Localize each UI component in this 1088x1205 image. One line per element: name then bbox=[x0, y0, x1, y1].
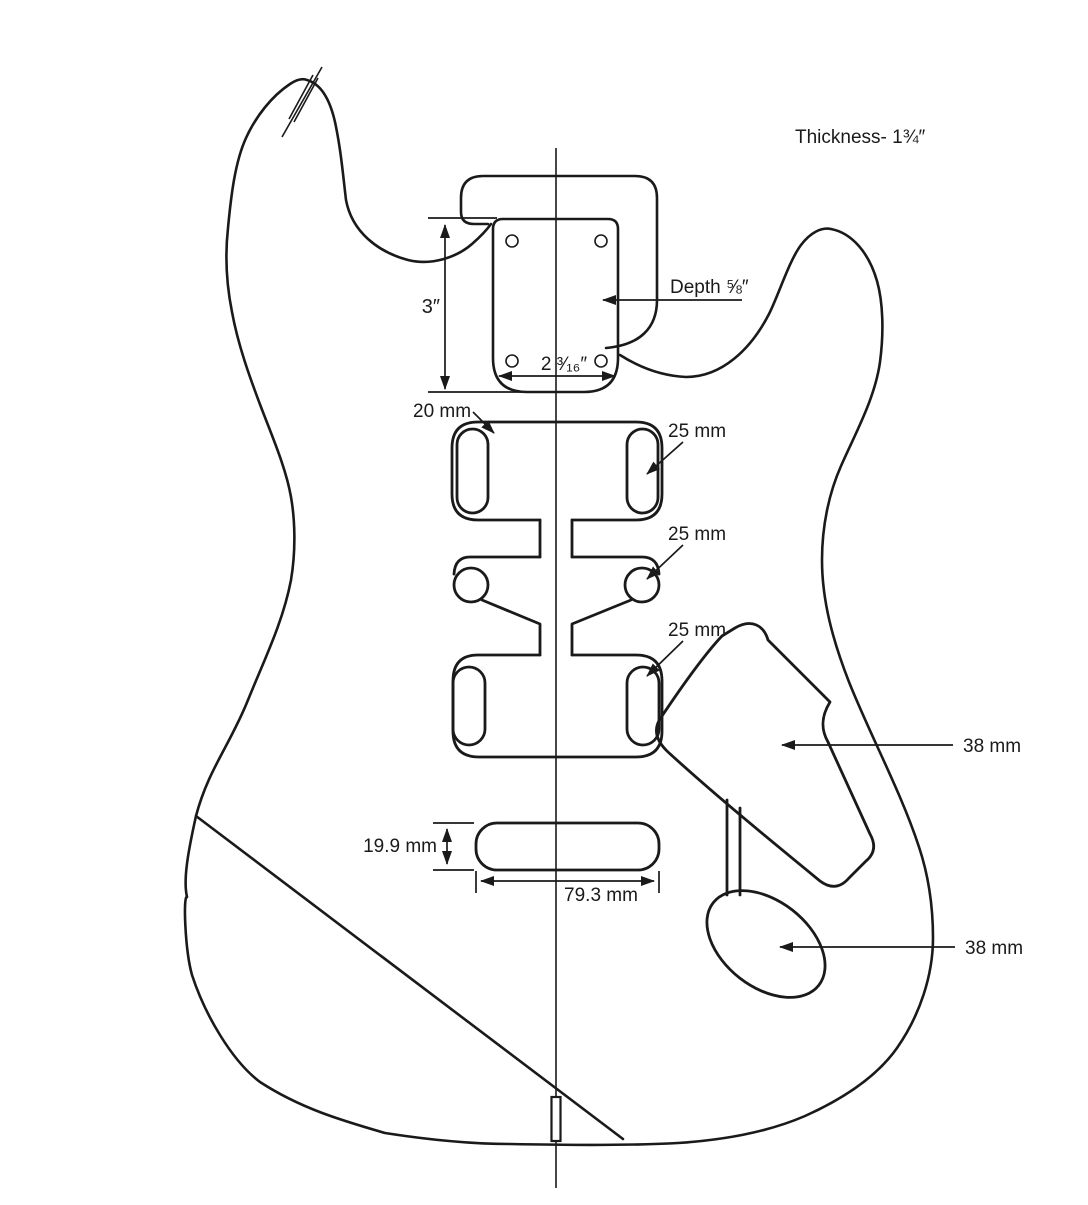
bridge-pickup-route bbox=[451, 653, 664, 759]
pocket-depth-label: Depth ⅝″ bbox=[670, 277, 749, 298]
pickup-screw-hole bbox=[623, 566, 661, 604]
body-outline bbox=[183, 77, 935, 1147]
dimension-neck-ear: 25 mm bbox=[646, 421, 726, 475]
dimension-lower-route-width: 79.3 mm bbox=[475, 871, 660, 906]
neck-rough-route-outline bbox=[459, 174, 659, 350]
strap-pin-bottom bbox=[550, 1095, 562, 1143]
tremolo-cavity bbox=[655, 622, 876, 888]
thickness-label: Thickness- 1¾″ bbox=[795, 127, 926, 148]
strap-pin-top bbox=[281, 66, 323, 138]
dimension-pocket-width: 2 ³⁄₁₆″ bbox=[498, 354, 616, 381]
dimension-pocket-depth: Depth ⅝″ bbox=[602, 277, 749, 305]
pickup-ear bbox=[451, 665, 487, 747]
neck-ear-label: 25 mm bbox=[668, 421, 726, 442]
middle-hole-label: 25 mm bbox=[668, 524, 726, 545]
dimension-lower-route-height: 19.9 mm bbox=[363, 822, 474, 871]
wire-channel bbox=[725, 798, 742, 897]
neck-screw-hole bbox=[505, 354, 519, 368]
dimension-jack-cavity: 38 mm bbox=[779, 938, 1023, 959]
neck-pickup-route bbox=[450, 420, 664, 559]
dimension-bridge-ear: 25 mm bbox=[646, 620, 726, 677]
dimension-middle-hole: 25 mm bbox=[646, 524, 726, 580]
neck-screw-hole bbox=[594, 354, 608, 368]
pickup-ear bbox=[455, 427, 490, 515]
contour-carve-line bbox=[194, 814, 625, 1141]
lower-route-width-label: 79.3 mm bbox=[564, 885, 638, 906]
dimension-pocket-length: 3″ bbox=[422, 217, 553, 393]
neck-screw-hole bbox=[505, 234, 519, 248]
dimension-route-corner: 20 mm bbox=[413, 401, 495, 434]
tremolo-cavity-label: 38 mm bbox=[963, 736, 1021, 757]
pickup-screw-hole bbox=[452, 566, 490, 604]
jack-cavity-label: 38 mm bbox=[965, 938, 1023, 959]
pickup-ear bbox=[625, 427, 660, 515]
pocket-length-label: 3″ bbox=[422, 296, 440, 318]
lower-route-height-label: 19.9 mm bbox=[363, 836, 437, 857]
jack-cavity bbox=[705, 889, 827, 999]
tremolo-spring-route bbox=[474, 821, 661, 872]
pickup-ear bbox=[625, 665, 661, 747]
route-corner-label: 20 mm bbox=[413, 401, 471, 422]
pocket-width-label: 2 ³⁄₁₆″ bbox=[541, 354, 587, 375]
neck-screw-hole bbox=[594, 234, 608, 248]
dimension-tremolo-cavity: 38 mm bbox=[781, 736, 1021, 757]
bridge-ear-label: 25 mm bbox=[668, 620, 726, 641]
middle-pickup-route bbox=[452, 555, 661, 657]
neck-pocket-outline bbox=[491, 217, 620, 394]
